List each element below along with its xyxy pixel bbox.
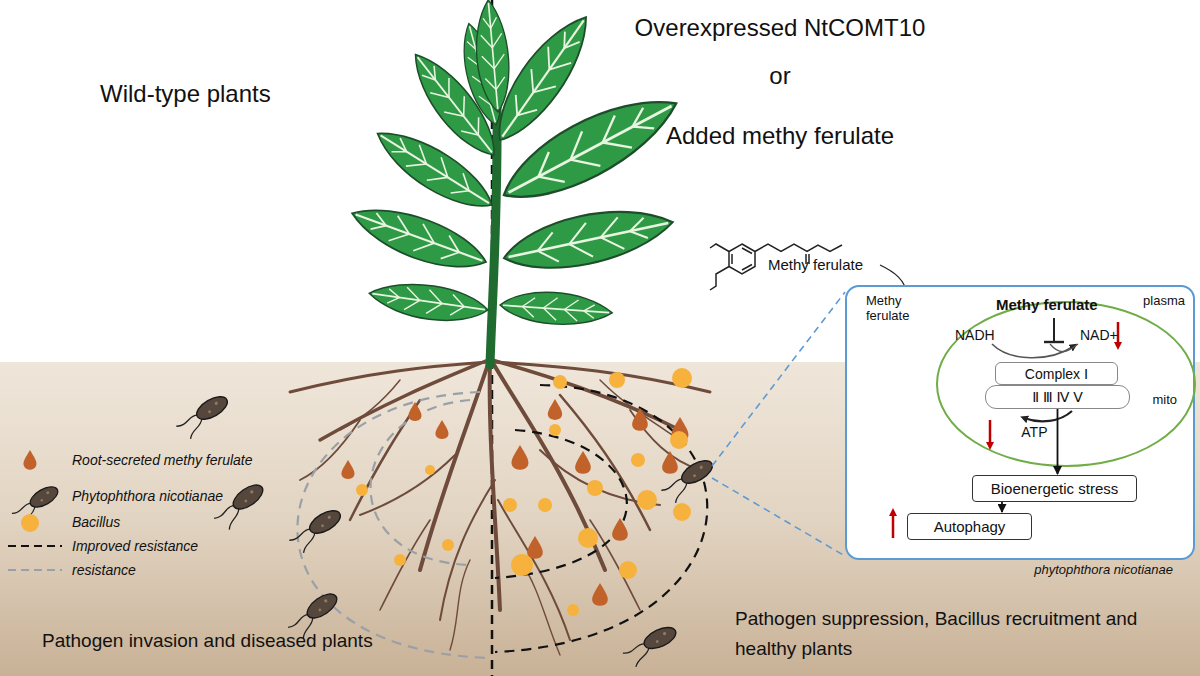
legend-label: Improved resistance [72, 538, 198, 554]
legend-label: Root-secreted methy ferulate [72, 452, 253, 468]
legend-swatch [18, 449, 42, 473]
legend-label: resistance [72, 562, 136, 578]
process-box: Bioenergetic stress [972, 475, 1137, 502]
node-text: Complex Ⅰ [996, 363, 1117, 384]
drop-sample [23, 450, 36, 470]
panel-title: Wild-type plants [100, 80, 271, 108]
condition-title: or [600, 62, 960, 90]
mitochondrion-ellipse: mito Complex ⅠⅡ Ⅲ Ⅳ Ⅴ [935, 300, 1197, 468]
process-box: Autophagy [907, 513, 1032, 540]
legend-swatch [18, 511, 42, 535]
node-text: phytophthora nicotianae [1034, 562, 1173, 577]
cell-inset: plasmaphytophthora nicotianaemitoComplex… [845, 285, 1195, 560]
metabolite-label: NAD+ [1080, 327, 1118, 343]
node-text: mito [1152, 392, 1177, 407]
node-text: Autophagy [908, 514, 1031, 539]
legend-label: Phytophthora nicotianae [72, 488, 223, 504]
compound-name: Methy ferulate [768, 256, 863, 273]
circle-sample [21, 514, 39, 532]
metabolite-label: NADH [955, 327, 995, 343]
condition-title: Overexpressed NtCOMT10 [600, 14, 960, 42]
node-text: Ⅱ Ⅲ Ⅳ Ⅴ [986, 386, 1129, 408]
outcome-caption: Pathogen suppression, Bacillus recruitme… [735, 604, 1155, 665]
complex-box: Ⅱ Ⅲ Ⅳ Ⅴ [985, 385, 1130, 409]
complex-box: Complex Ⅰ [995, 362, 1118, 385]
edge-label: ATP [1021, 424, 1047, 440]
legend-label: Bacillus [72, 514, 120, 530]
compound-name: Methy ferulate [866, 294, 930, 324]
mitochondrion-outline [937, 302, 1195, 466]
node-text: plasma [1143, 293, 1185, 308]
outcome-caption: Pathogen invasion and diseased plants [42, 630, 373, 652]
condition-title: Added methy ferulate [600, 122, 960, 150]
compound-name: Methy ferulate [996, 296, 1098, 313]
node-text: Bioenergetic stress [973, 476, 1136, 501]
